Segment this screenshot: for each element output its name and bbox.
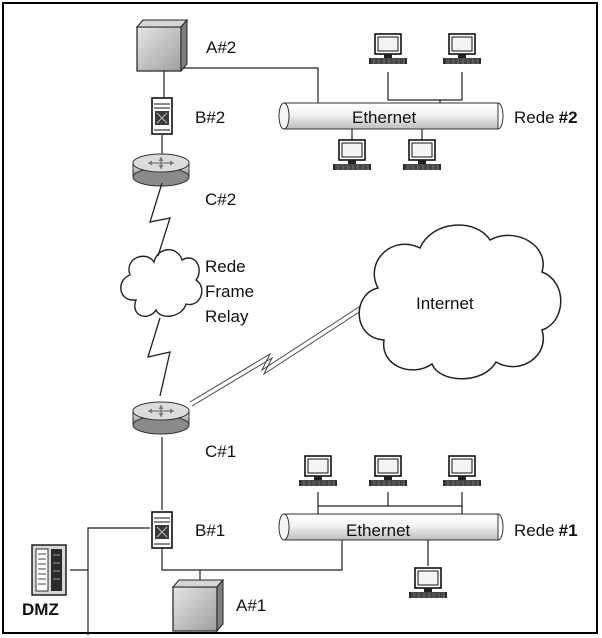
- dmz-server-icon: [31, 544, 67, 596]
- workstation-icon: [442, 455, 482, 487]
- label-rede1-prefix: Rede: [514, 521, 555, 540]
- firewall-b1-icon: [151, 511, 173, 549]
- ethernet-bus-bottom: [278, 513, 504, 541]
- server-a2-icon: [136, 19, 188, 72]
- label-frame-relay-3: Relay: [205, 307, 249, 326]
- workstation-icon: [368, 455, 408, 487]
- workstation-icon: [402, 139, 442, 171]
- wan-links: [147, 182, 365, 407]
- label-dmz: DMZ: [22, 600, 59, 619]
- workstation-icon: [298, 455, 338, 487]
- label-c1: C#1: [205, 442, 236, 461]
- ethernet-bus-top: [278, 102, 504, 130]
- label-rede2-prefix: Rede: [514, 108, 555, 127]
- label-rede2: Rede#2: [514, 108, 578, 127]
- label-a2: A#2: [206, 38, 236, 57]
- frame-relay-cloud-icon: [120, 249, 203, 318]
- label-ethernet-top: Ethernet: [352, 108, 417, 127]
- firewall-b2-icon: [151, 97, 173, 135]
- router-c2-icon: [132, 153, 190, 187]
- workstation-icon: [368, 33, 408, 65]
- label-frame-relay-1: Rede: [205, 257, 246, 276]
- label-c2: C#2: [205, 190, 236, 209]
- label-rede1-num: #1: [559, 521, 578, 540]
- label-internet: Internet: [416, 294, 474, 313]
- internet-cloud-icon: [358, 224, 562, 380]
- label-b1: B#1: [195, 521, 225, 540]
- label-rede2-num: #2: [559, 108, 578, 127]
- label-a1: A#1: [236, 596, 266, 615]
- server-a1-icon: [172, 579, 224, 632]
- label-ethernet-bottom: Ethernet: [346, 521, 411, 540]
- label-rede1: Rede#1: [514, 521, 578, 540]
- label-frame-relay-2: Frame: [205, 282, 254, 301]
- workstation-icon: [408, 567, 448, 599]
- workstation-icon: [442, 33, 482, 65]
- router-c1-icon: [132, 401, 190, 435]
- workstation-icon: [332, 139, 372, 171]
- label-b2: B#2: [195, 108, 225, 127]
